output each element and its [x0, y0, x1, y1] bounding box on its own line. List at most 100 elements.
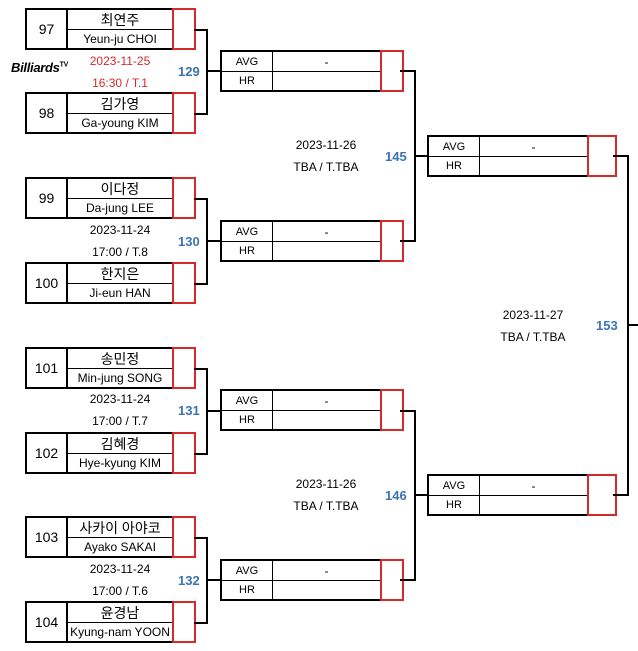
player-english-name: Ga-young KIM — [81, 116, 159, 130]
connector-line — [414, 155, 428, 157]
logo-sup: TV — [59, 61, 69, 69]
connector-line — [194, 453, 208, 455]
match-schedule-129: 2023-11-25 16:30 / T.1 — [70, 50, 170, 94]
match-date: 2023-11-24 — [89, 223, 151, 237]
player-korean-name: 송민정 — [68, 349, 172, 369]
connector-line — [613, 494, 629, 496]
connector-line — [206, 70, 222, 72]
hr-value — [273, 242, 380, 260]
connector-line — [400, 70, 416, 72]
player-box-97[interactable]: 97 최연주 Yeun-ju CHOI — [25, 8, 196, 50]
player-box-101[interactable]: 101 송민정 Min-jung SONG — [25, 347, 196, 389]
result-box-145[interactable]: AVG HR - — [427, 135, 617, 177]
score-cell — [172, 516, 196, 558]
score-cell — [172, 262, 196, 304]
player-english-name: Yeun-ju CHOI — [83, 32, 157, 46]
seed-number: 98 — [27, 94, 68, 132]
connector-line — [400, 410, 416, 412]
result-box-146[interactable]: AVG HR - — [427, 474, 617, 516]
player-korean-name: 윤경남 — [68, 603, 172, 623]
hr-label: HR — [222, 411, 273, 429]
match-time-table: 17:00 / T.7 — [92, 414, 148, 428]
billiards-tv-logo: BilliardsTV — [11, 60, 68, 75]
player-korean-name: 최연주 — [68, 10, 172, 30]
result-box-131[interactable]: AVG HR - — [220, 389, 404, 431]
player-box-100[interactable]: 100 한지은 Ji-eun HAN — [25, 262, 196, 304]
hr-value — [273, 72, 380, 90]
match-number-153: 153 — [596, 318, 618, 333]
hr-value — [273, 411, 380, 429]
match-time-table: TBA / T.TBA — [293, 499, 359, 513]
avg-label: AVG — [222, 561, 273, 581]
player-english-name: Ji-eun HAN — [89, 286, 151, 300]
score-cell — [587, 135, 617, 177]
player-box-103[interactable]: 103 사카이 아야코 Ayako SAKAI — [25, 516, 196, 558]
hr-value — [480, 496, 587, 514]
match-date: 2023-11-25 — [89, 54, 151, 68]
player-box-98[interactable]: 98 김가영 Ga-young KIM — [25, 92, 196, 134]
hr-value — [273, 581, 380, 599]
connector-line — [194, 537, 208, 539]
result-box-132[interactable]: AVG HR - — [220, 559, 404, 601]
logo-text: Billiards — [11, 60, 60, 75]
match-schedule-153: 2023-11-27 TBA / T.TBA — [483, 304, 583, 348]
player-box-102[interactable]: 102 김혜경 Hye-kyung KIM — [25, 432, 196, 474]
match-schedule-132: 2023-11-24 17:00 / T.6 — [70, 558, 170, 602]
connector-line — [206, 29, 208, 115]
connector-line — [627, 324, 638, 326]
match-date: 2023-11-24 — [89, 562, 151, 576]
match-date: 2023-11-27 — [502, 308, 564, 322]
player-korean-name: 이다정 — [68, 179, 172, 199]
player-english-name: Min-jung SONG — [77, 371, 163, 385]
player-box-99[interactable]: 99 이다정 Da-jung LEE — [25, 177, 196, 219]
score-cell — [172, 8, 196, 50]
connector-line — [194, 198, 208, 200]
match-date: 2023-11-26 — [295, 477, 357, 491]
score-cell — [172, 347, 196, 389]
player-korean-name: 사카이 아야코 — [68, 518, 172, 538]
score-cell — [172, 601, 196, 643]
match-date: 2023-11-26 — [295, 138, 357, 152]
result-box-130[interactable]: AVG HR - — [220, 220, 404, 262]
match-time-table: TBA / T.TBA — [293, 160, 359, 174]
player-korean-name: 김가영 — [68, 94, 172, 114]
seed-number: 102 — [27, 434, 68, 472]
match-number-129: 129 — [178, 64, 200, 79]
avg-value: - — [273, 222, 380, 242]
connector-line — [613, 155, 629, 157]
score-cell — [172, 177, 196, 219]
score-cell — [172, 92, 196, 134]
hr-label: HR — [429, 496, 480, 514]
match-time-table: TBA / T.TBA — [500, 330, 566, 344]
player-korean-name: 김혜경 — [68, 434, 172, 454]
seed-number: 103 — [27, 518, 68, 556]
player-english-name: Hye-kyung KIM — [78, 456, 162, 470]
connector-line — [206, 410, 222, 412]
match-number-146: 146 — [385, 488, 407, 503]
avg-label: AVG — [429, 476, 480, 496]
match-time-table: 17:00 / T.8 — [92, 245, 148, 259]
player-english-name: Kyung-nam YOON — [70, 625, 170, 639]
avg-label: AVG — [222, 52, 273, 72]
match-time-table: 16:30 / T.1 — [92, 76, 148, 90]
match-time-table: 17:00 / T.6 — [92, 584, 148, 598]
avg-label: AVG — [222, 222, 273, 242]
hr-label: HR — [222, 581, 273, 599]
avg-value: - — [273, 391, 380, 411]
seed-number: 99 — [27, 179, 68, 217]
result-box-129[interactable]: AVG HR - — [220, 50, 404, 92]
seed-number: 104 — [27, 603, 68, 641]
connector-line — [194, 283, 208, 285]
player-english-name: Da-jung LEE — [85, 201, 155, 215]
connector-line — [206, 240, 222, 242]
connector-line — [194, 29, 208, 31]
connector-line — [400, 579, 416, 581]
seed-number: 101 — [27, 349, 68, 387]
connector-line — [194, 368, 208, 370]
hr-value — [480, 157, 587, 175]
hr-label: HR — [222, 72, 273, 90]
match-number-130: 130 — [178, 234, 200, 249]
connector-line — [206, 579, 222, 581]
player-box-104[interactable]: 104 윤경남 Kyung-nam YOON — [25, 601, 196, 643]
